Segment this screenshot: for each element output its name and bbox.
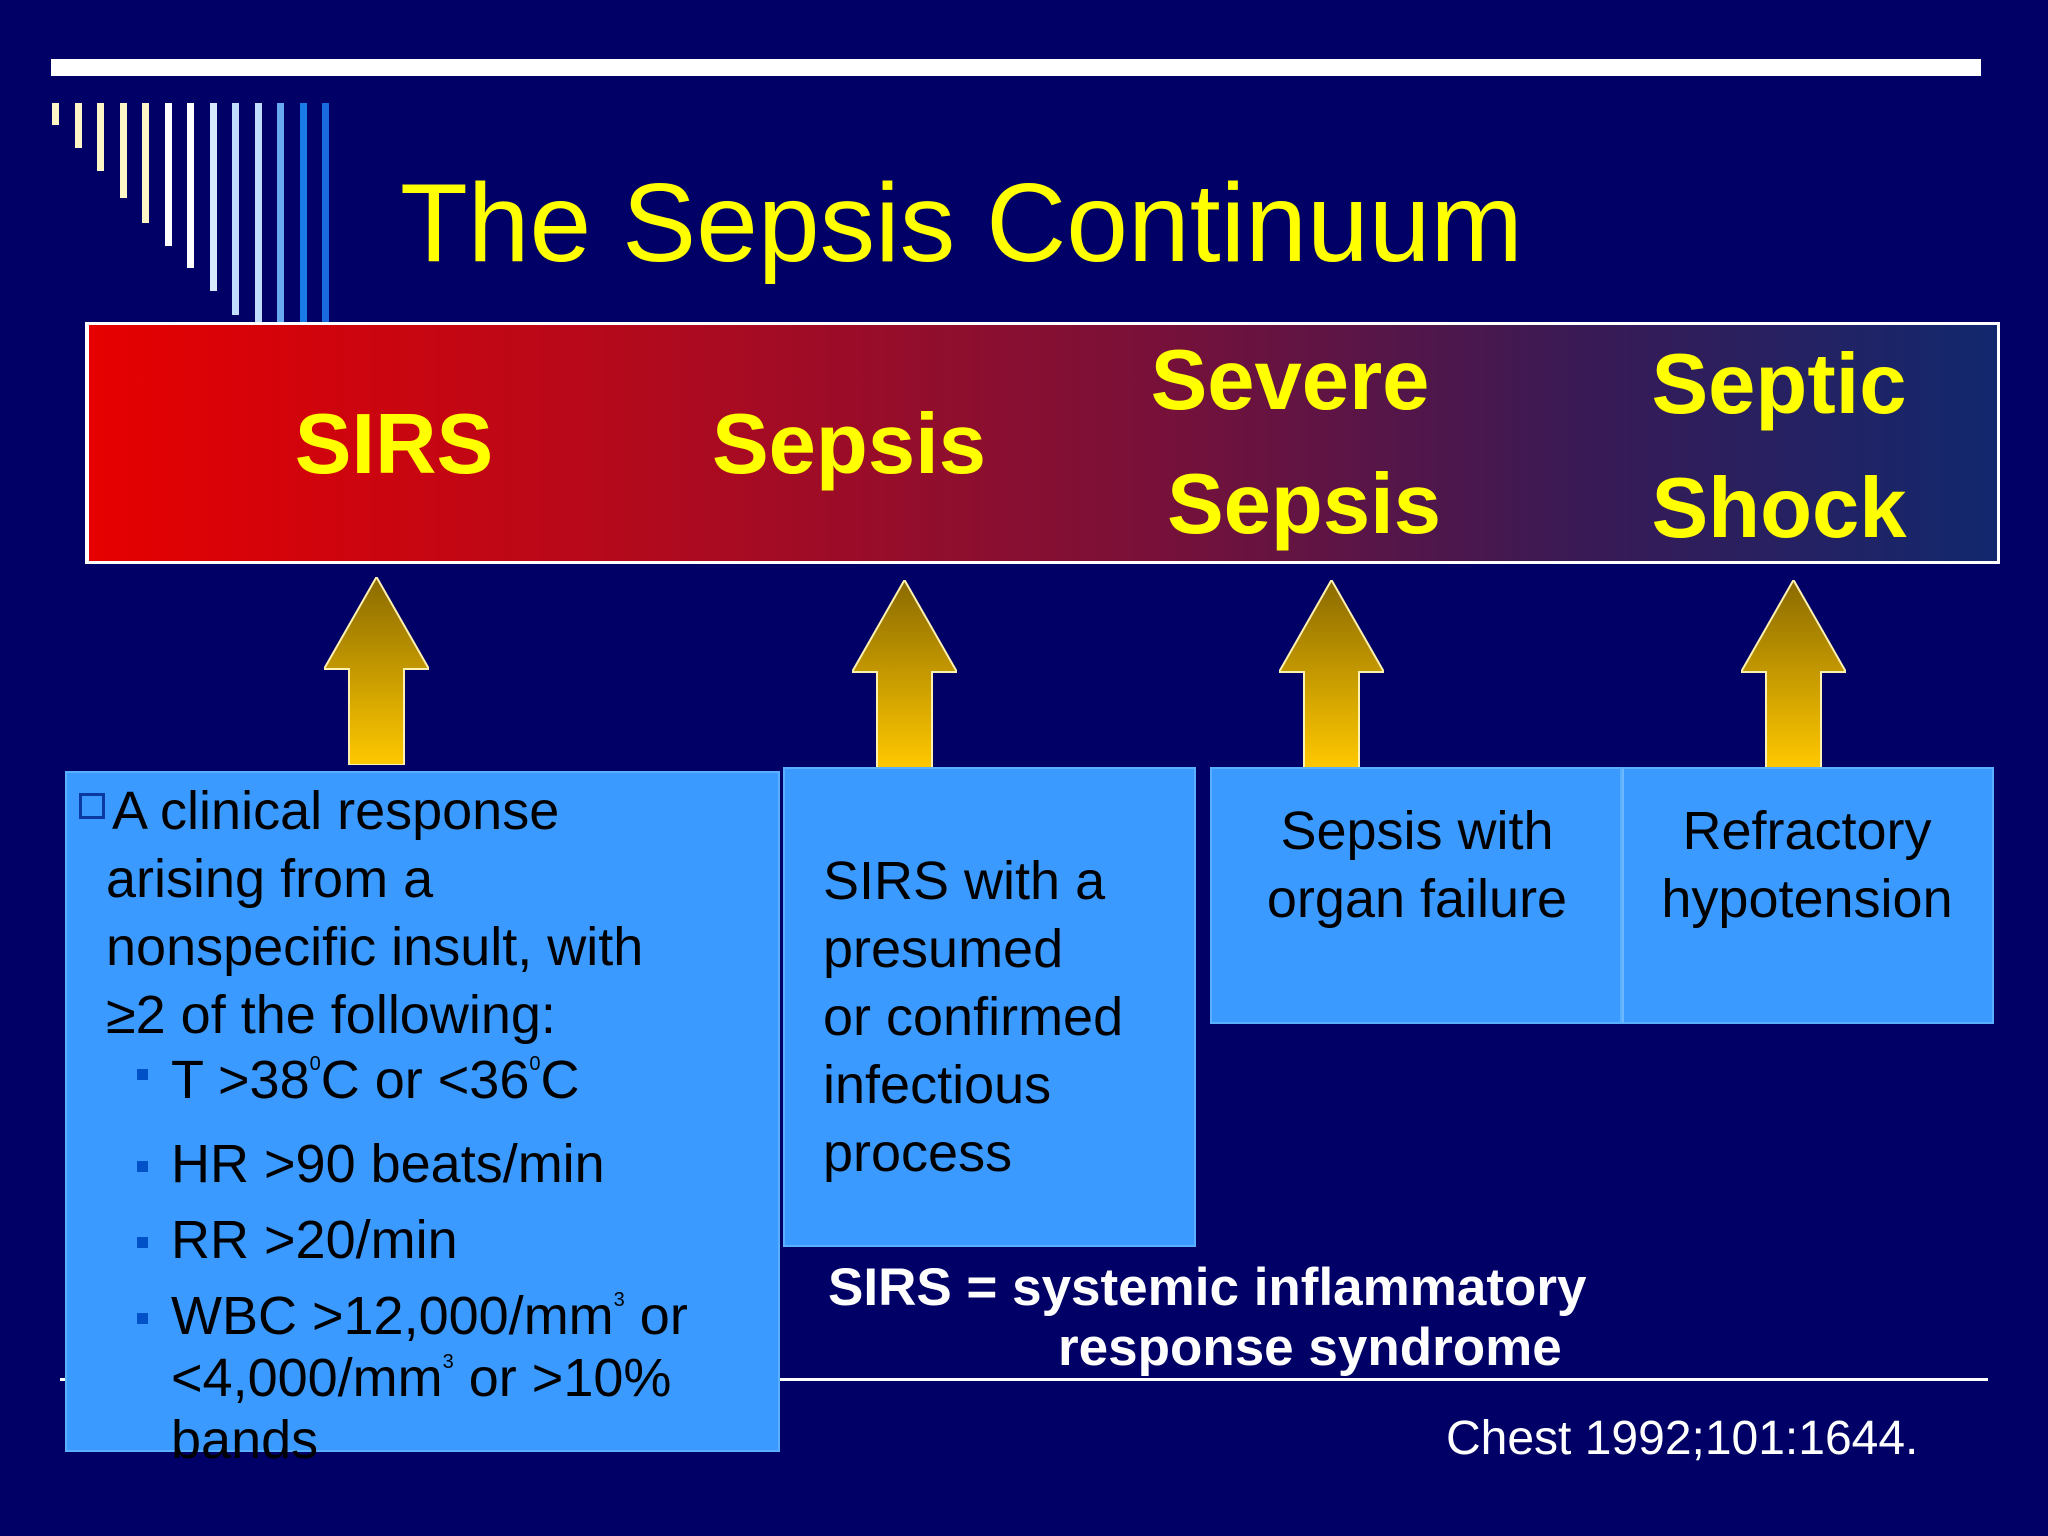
definition-line: organ failure [1266, 869, 1568, 929]
bullet-dot-icon [137, 1237, 148, 1248]
sirs-intro: A clinical response arising from a nonsp… [106, 777, 772, 1049]
stage-label-septic-shock: Septic Shock [1629, 323, 1929, 571]
bullet-dot-icon [137, 1313, 148, 1324]
stage-label-sepsis: Sepsis [689, 383, 1009, 507]
definition-line: Refractory [1682, 801, 1932, 861]
decorative-bars [0, 0, 340, 330]
arrow-up-icon [324, 577, 429, 765]
bullet-dot-icon [137, 1161, 148, 1172]
definition-line: Sepsis with [1280, 801, 1554, 861]
continuum-bar: SIRS Sepsis Severe Sepsis Septic Shock [85, 322, 2000, 564]
stage-label-line: Sepsis [711, 397, 987, 492]
sirs-acronym-definition: SIRS = systemic inflammatory response sy… [828, 1258, 1587, 1378]
stage-label-line: SIRS [294, 397, 494, 492]
slide-title: The Sepsis Continuum [400, 161, 1523, 285]
definition-line: infectious [823, 1055, 1052, 1115]
severe-sepsis-definition-text: Sepsis with organ failure [1232, 797, 1602, 933]
top-rule [51, 59, 1981, 76]
definition-line-1: SIRS = systemic inflammatory [828, 1258, 1587, 1317]
definition-line: or confirmed [823, 987, 1124, 1047]
sirs-intro-line: A clinical response [112, 781, 560, 841]
criterion-heart-rate: HR >90 beats/min [67, 1133, 777, 1195]
arrow-up-icon [852, 580, 957, 768]
definition-line: presumed [823, 919, 1064, 979]
sirs-intro-line: ≥2 of the following: [106, 985, 556, 1045]
sirs-criteria-box: A clinical response arising from a nonsp… [65, 771, 780, 1470]
sirs-intro-line: arising from a [106, 849, 434, 909]
bottom-rule [60, 1378, 1988, 1381]
sirs-criteria-list: T >380C or <360C HR >90 beats/min RR >20… [137, 1041, 777, 1485]
bullet-dot-icon [137, 1069, 148, 1080]
definition-line: process [823, 1123, 1013, 1183]
definition-line: hypotension [1661, 869, 1953, 929]
citation: Chest 1992;101:1644. [1446, 1412, 1919, 1465]
square-bullet-icon [79, 793, 105, 819]
septic-shock-definition-text: Refractory hypotension [1642, 797, 1972, 933]
sepsis-definition-text: SIRS with a presumed or confirmed infect… [823, 847, 1123, 1187]
definition-line-2: response syndrome [1058, 1318, 1562, 1377]
septic-shock-definition-box: Refractory hypotension [1622, 767, 1994, 1024]
criterion-respiratory-rate: RR >20/min [67, 1209, 777, 1271]
arrow-up-icon [1741, 580, 1846, 768]
criterion-white-blood-cells: WBC >12,000/mm3 or<4,000/mm3 or >10%band… [67, 1285, 777, 1471]
stage-label-line: Septic [1651, 337, 1907, 432]
stage-label-line: Severe [1150, 333, 1430, 428]
definition-line: SIRS with a [823, 851, 1106, 911]
arrow-up-icon [1279, 580, 1384, 768]
sirs-intro-line: nonspecific insult, with [106, 917, 644, 977]
stage-label-line: Shock [1651, 461, 1907, 556]
criterion-temperature: T >380C or <360C [67, 1041, 777, 1119]
stage-label-line: Sepsis [1166, 457, 1442, 552]
stage-label-sirs: SIRS [279, 383, 509, 507]
sepsis-definition-box: SIRS with a presumed or confirmed infect… [783, 767, 1196, 1247]
severe-sepsis-definition-box: Sepsis with organ failure [1210, 767, 1622, 1024]
stage-label-severe-sepsis: Severe Sepsis [1139, 319, 1469, 567]
